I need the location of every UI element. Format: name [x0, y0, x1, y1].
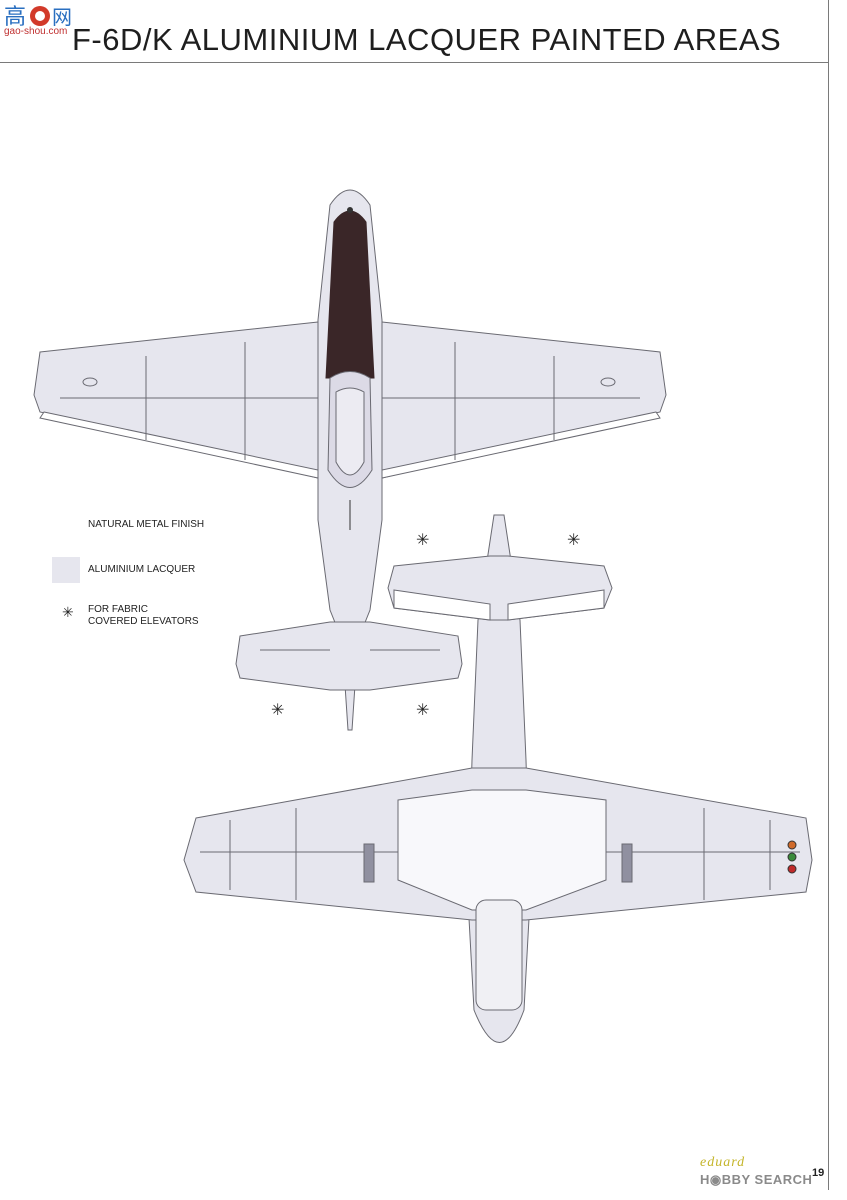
- legend-fabric-line2: COVERED ELEVATORS: [88, 616, 199, 627]
- svg-text:网: 网: [52, 5, 72, 29]
- legend-swatch-aluminium: [52, 557, 80, 583]
- fabric-marker-left-bottom: ✳: [416, 532, 429, 549]
- legend-label-natural-metal: NATURAL METAL FINISH: [88, 519, 205, 530]
- legend-fabric-line1: FOR FABRIC: [88, 604, 149, 615]
- site-watermark-url: gao-shou.com: [4, 26, 68, 37]
- fabric-marker-right-bottom: ✳: [567, 532, 580, 549]
- legend-natural-metal: NATURAL METAL FINISH: [52, 512, 204, 538]
- page-title: F-6D/K ALUMINIUM LACQUER PAINTED AREAS: [72, 22, 782, 57]
- top-view-tailplane: [235, 621, 463, 691]
- page-border-right: [828, 0, 829, 1190]
- header-rule: [0, 62, 828, 63]
- legend-fabric-symbol: ✳: [62, 604, 74, 620]
- legend-aluminium-lacquer: ALUMINIUM LACQUER: [52, 557, 195, 583]
- fabric-marker-right: ✳: [416, 702, 429, 719]
- brand-logo: eduard: [700, 1155, 746, 1170]
- hobbysearch-watermark: H◉BBY SEARCH: [700, 1172, 813, 1187]
- page-number: 19: [812, 1167, 825, 1179]
- fabric-marker-left: ✳: [271, 702, 284, 719]
- bottom-view-aircraft: [183, 514, 813, 1043]
- svg-text:高: 高: [4, 5, 26, 30]
- site-watermark-logo: 高 网: [4, 2, 76, 36]
- top-view-aircraft: [33, 189, 667, 731]
- antiglare-panel: [325, 210, 375, 379]
- legend-label-aluminium: ALUMINIUM LACQUER: [88, 564, 196, 575]
- legend-swatch-natural-metal: [52, 512, 80, 538]
- legend-fabric-text: FOR FABRIC COVERED ELEVATORS: [88, 604, 199, 628]
